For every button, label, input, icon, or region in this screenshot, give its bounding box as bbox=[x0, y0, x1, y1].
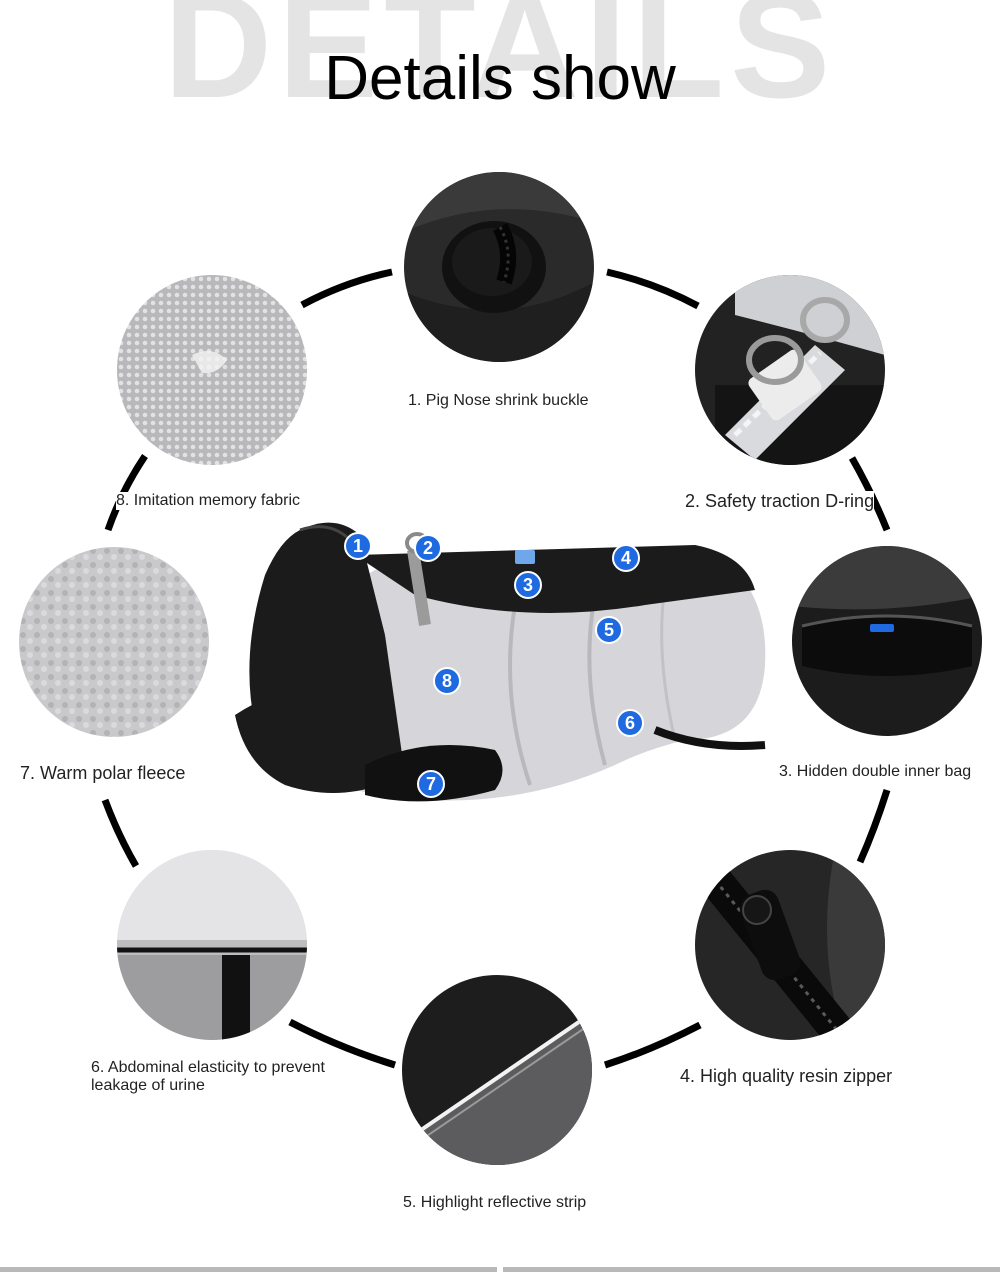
detail-label-1: 1. Pig Nose shrink buckle bbox=[408, 392, 589, 410]
detail-label-3: 3. Hidden double inner bag bbox=[779, 763, 972, 781]
detail-label-5: 5. Highlight reflective strip bbox=[403, 1194, 587, 1212]
d-ring-icon bbox=[695, 275, 885, 465]
reflective-strip-icon bbox=[402, 975, 592, 1165]
detail-label-6: 6. Abdominal elasticity to prevent leaka… bbox=[91, 1059, 341, 1095]
bottom-divider-left bbox=[0, 1267, 497, 1272]
detail-label-7: 7. Warm polar fleece bbox=[20, 763, 186, 784]
cord-lock-buckle-icon bbox=[404, 172, 594, 362]
resin-zipper-icon bbox=[695, 850, 885, 1040]
detail-photo-polar-fleece bbox=[19, 547, 209, 737]
dog-coat-illustration bbox=[235, 522, 766, 802]
bottom-divider-right bbox=[503, 1267, 1000, 1272]
detail-photo-elastic bbox=[117, 850, 307, 1040]
detail-photo-d-ring bbox=[695, 275, 885, 465]
memory-fabric-icon bbox=[117, 275, 307, 465]
detail-photo-buckle bbox=[404, 172, 594, 362]
polar-fleece-icon bbox=[19, 547, 209, 737]
detail-label-4: 4. High quality resin zipper bbox=[680, 1066, 893, 1087]
page-title: Details show bbox=[324, 44, 676, 113]
detail-label-2: 2. Safety traction D-ring bbox=[685, 491, 875, 512]
detail-photo-zipper bbox=[695, 850, 885, 1040]
detail-photo-reflective-strip bbox=[402, 975, 592, 1165]
elastic-band-icon bbox=[117, 850, 307, 1040]
detail-photo-inner-bag bbox=[792, 546, 982, 736]
detail-photo-memory-fabric bbox=[117, 275, 307, 465]
background-watermark-word: DETAILS bbox=[163, 0, 837, 129]
inner-pocket-icon bbox=[792, 546, 982, 736]
detail-label-8: 8. Imitation memory fabric bbox=[116, 492, 301, 510]
